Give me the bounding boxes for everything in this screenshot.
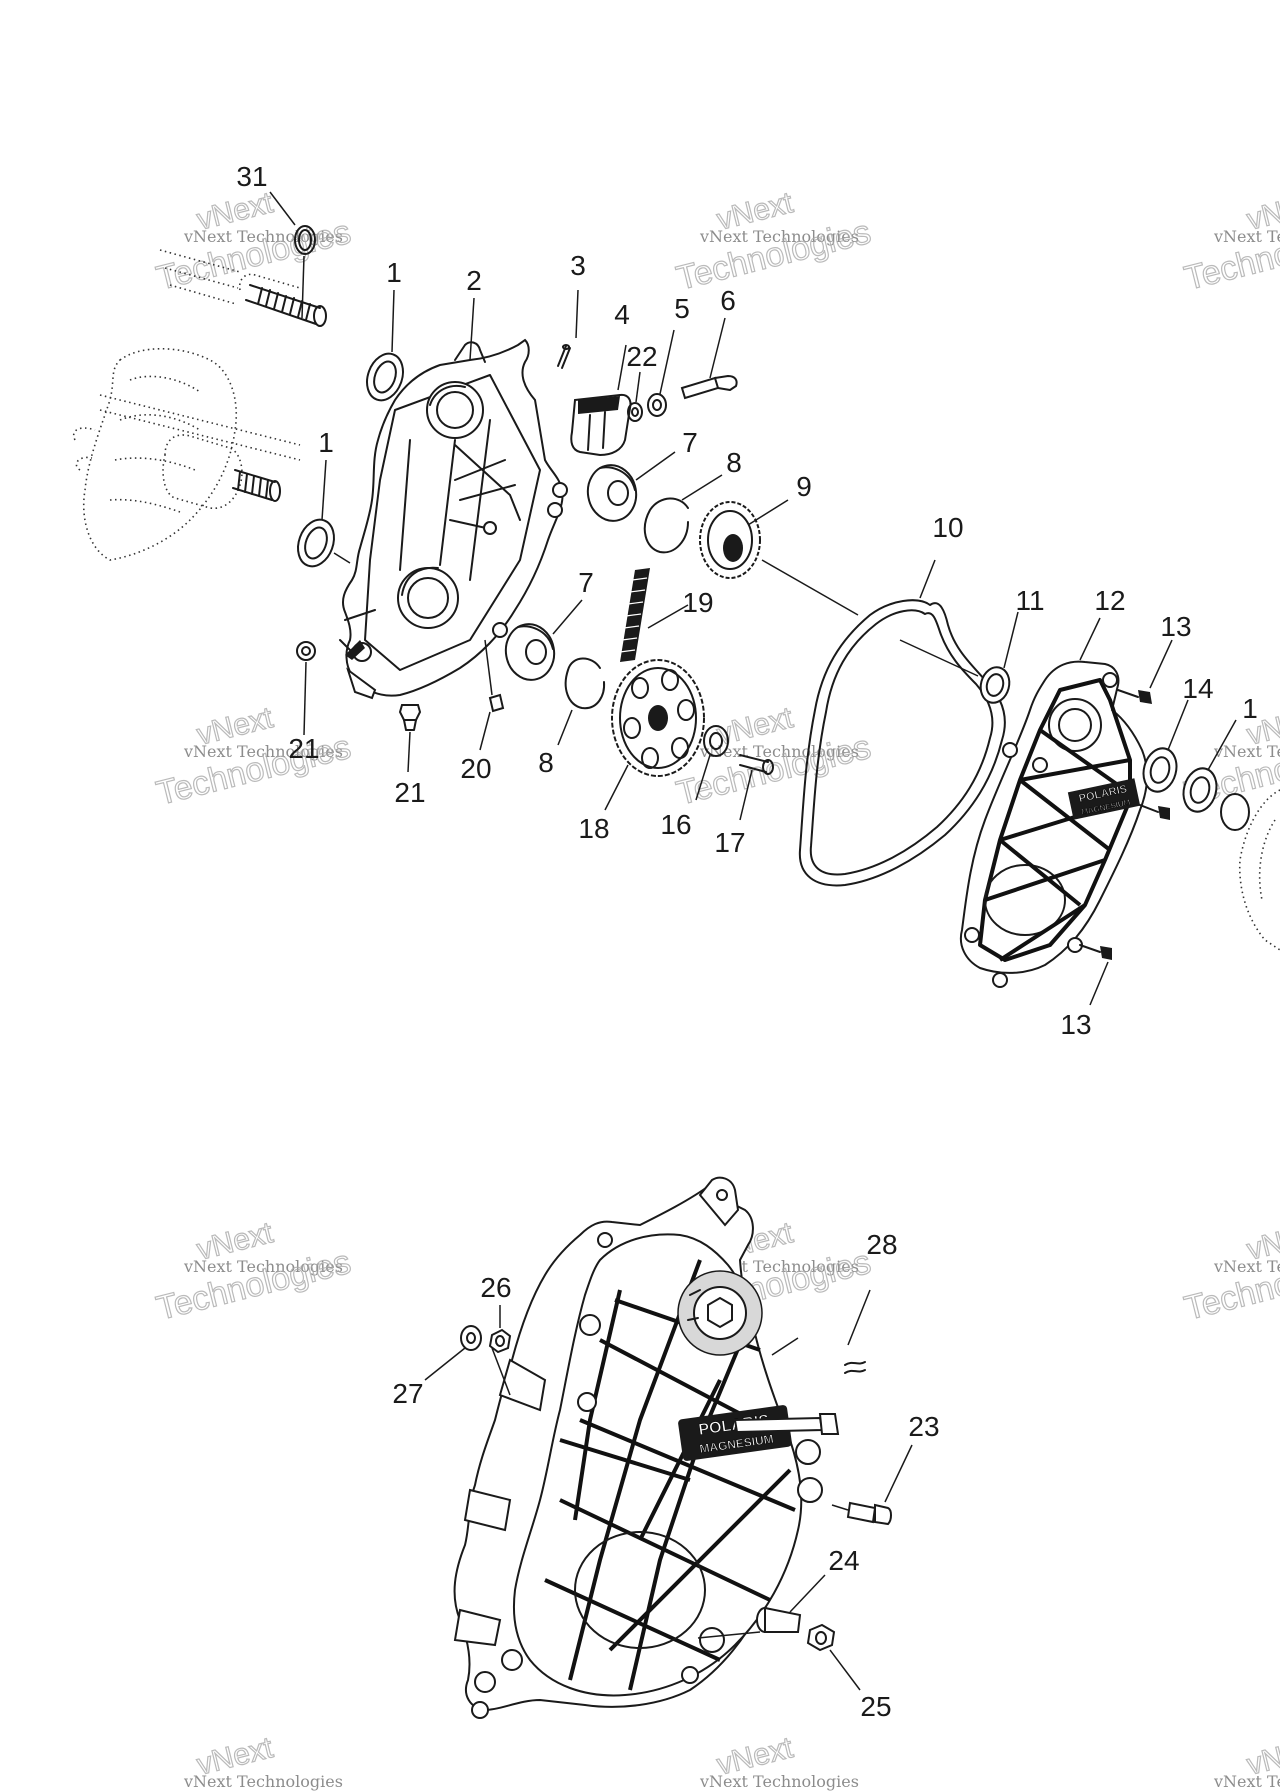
o-ring-31 <box>294 225 316 319</box>
callout-10: 10 <box>932 512 963 543</box>
bolt-17 <box>739 754 774 821</box>
callout-22: 22 <box>626 341 657 372</box>
bolt-23 <box>831 1444 913 1526</box>
seal-1-lower <box>297 518 351 568</box>
callout-4: 4 <box>614 299 630 330</box>
seal-1-upper <box>366 352 404 402</box>
callout-9: 9 <box>796 471 812 502</box>
callout-24: 24 <box>828 1545 859 1576</box>
callout-23: 23 <box>908 1411 939 1442</box>
washer-16 <box>695 725 729 801</box>
callout-13b: 13 <box>1060 1009 1091 1040</box>
callout-25: 25 <box>860 1691 891 1722</box>
gasket-10 <box>798 559 1006 887</box>
callout-6: 6 <box>720 285 736 316</box>
seal-1-right <box>1182 719 1250 831</box>
bolt-13-upper <box>1117 639 1173 704</box>
callout-8: 8 <box>726 447 742 478</box>
callout-18: 18 <box>578 813 609 844</box>
callout-28: 28 <box>866 1229 897 1260</box>
inner-gearcase-2 <box>339 338 568 700</box>
callout-2: 2 <box>466 265 482 296</box>
watermark-line2: Technologies <box>153 728 355 813</box>
snap-ring-8-upper <box>643 474 723 554</box>
dowel-pin-3 <box>557 289 579 369</box>
callout-7: 7 <box>682 427 698 458</box>
callout-17: 17 <box>714 827 745 858</box>
callout-12: 12 <box>1094 585 1125 616</box>
watermark-line2: Technologies <box>673 213 875 298</box>
bolt-6 <box>680 317 738 400</box>
watermark-line1: vNext Technologies <box>699 227 859 246</box>
watermark-line1: vNext Technologies <box>699 1772 859 1791</box>
callout-11: 11 <box>1015 585 1044 616</box>
nut-5 <box>647 329 675 417</box>
bolt-13-mid <box>1139 804 1170 820</box>
reference-clutch-left <box>73 347 301 561</box>
bolt-24 <box>756 1574 826 1633</box>
reference-shaft-upper <box>159 249 327 327</box>
watermark-line1: vNext Technologies <box>183 1257 343 1276</box>
callout-20: 20 <box>460 753 491 784</box>
callout-13: 13 <box>1160 611 1191 642</box>
bearing-7-lower <box>504 599 583 681</box>
callout-5: 5 <box>674 293 690 324</box>
gear-18 <box>604 659 705 811</box>
watermark-line1: vNext Technologies <box>1213 227 1280 246</box>
drain-plug-21 <box>398 704 422 773</box>
watermark-line1: vNext Technologies <box>1213 1257 1280 1276</box>
washer-21 <box>296 641 316 736</box>
watermark-line1: vNext Technologies <box>183 1772 343 1791</box>
nut-26 <box>488 1305 512 1396</box>
watermark-line2: Technologies <box>153 213 355 298</box>
nut-25 <box>697 1623 861 1691</box>
callout-8b: 8 <box>538 747 554 778</box>
washer-27 <box>424 1325 482 1381</box>
washer-22 <box>627 402 643 422</box>
snap-ring-8-lower <box>557 657 606 746</box>
chain-tensioner-4 <box>570 344 632 457</box>
bearing-7-upper <box>586 451 676 522</box>
pin-20 <box>479 639 505 751</box>
callout-27: 27 <box>392 1378 423 1409</box>
seal-14 <box>1142 699 1189 793</box>
outer-cover-12: POLARIS MAGNESIUM <box>960 617 1148 988</box>
watermark-line1: vNext Technologies <box>1213 1772 1280 1791</box>
callout-14: 14 <box>1182 673 1213 704</box>
callout-labels: 31 1 2 3 4 22 5 6 1 7 8 9 10 7 19 11 12 … <box>236 161 1257 1722</box>
callout-21b: 21 <box>394 777 425 808</box>
callout-7b: 7 <box>578 567 594 598</box>
seal-11 <box>899 611 1019 704</box>
callout-31: 31 <box>236 161 267 192</box>
reference-clutch-right <box>1238 789 1280 951</box>
watermark-line1: vNext Technologies <box>183 742 343 761</box>
bolt-13-lower <box>1079 944 1112 1006</box>
callout-1c: 1 <box>1242 693 1258 724</box>
callout-1: 1 <box>386 257 402 288</box>
chain-19 <box>619 568 689 662</box>
watermark-line2: Technologies <box>153 1243 355 1328</box>
assembled-gearcase: POLARIS MAGNESIUM <box>453 1176 840 1719</box>
callout-21: 21 <box>288 733 319 764</box>
watermark-line1: vNext Technologies <box>1213 742 1280 761</box>
callout-3: 3 <box>570 250 586 281</box>
vent-hose-28 <box>771 1289 871 1453</box>
callout-1b: 1 <box>318 427 334 458</box>
callout-26: 26 <box>480 1272 511 1303</box>
sprocket-9 <box>699 499 859 616</box>
callout-16: 16 <box>660 809 691 840</box>
callout-19: 19 <box>682 587 713 618</box>
